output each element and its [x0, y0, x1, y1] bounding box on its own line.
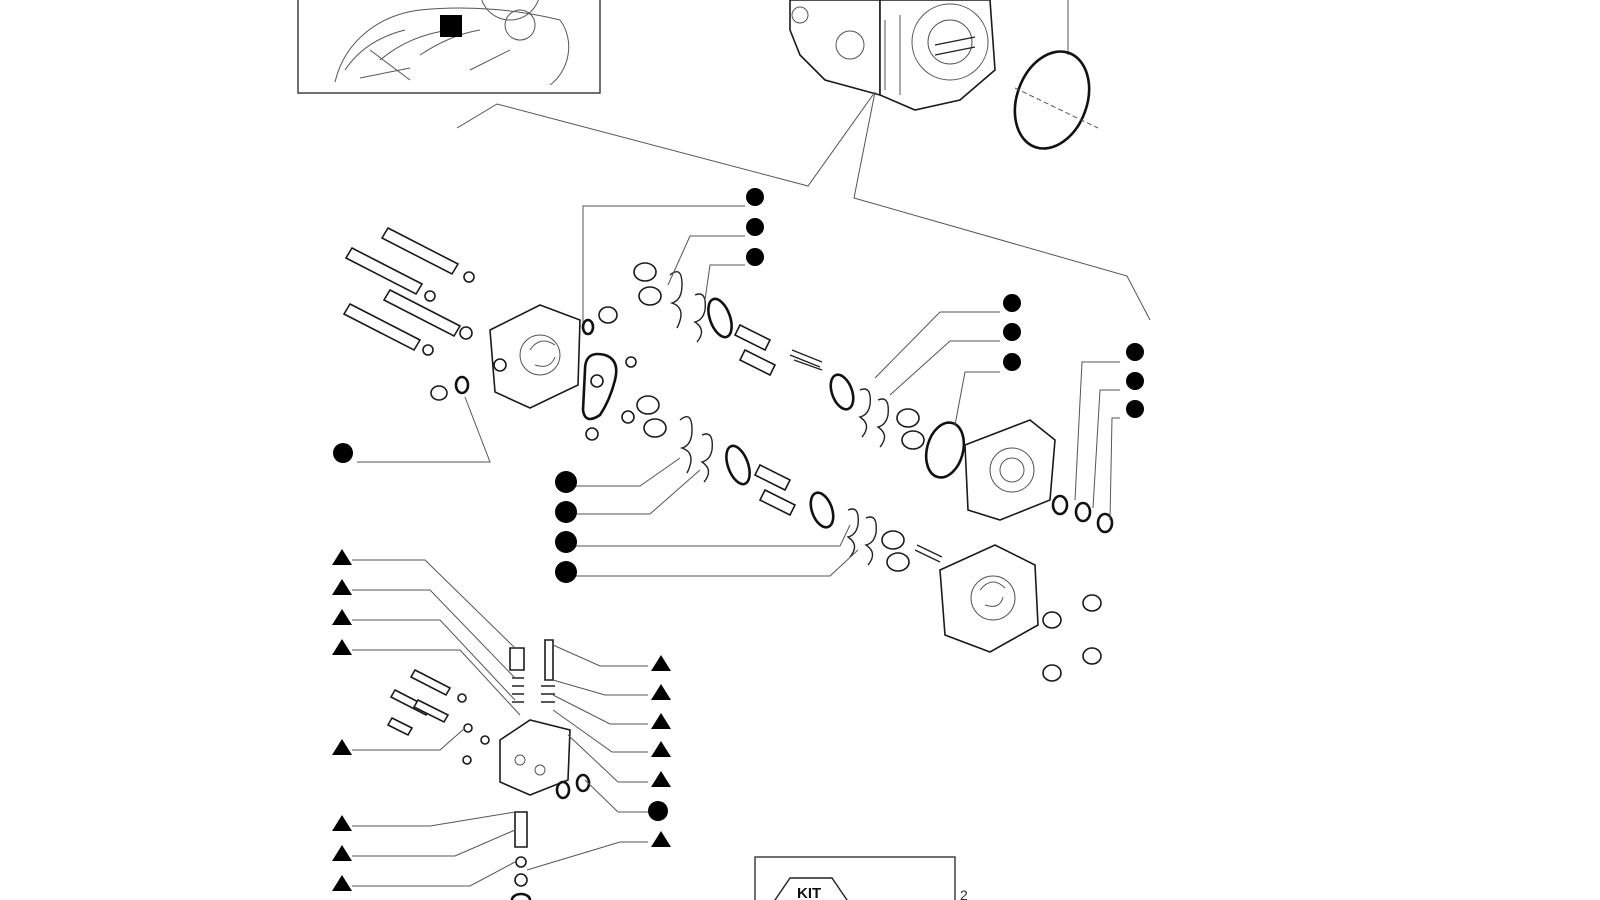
filled-triangle-marker — [332, 549, 352, 565]
filled-triangle-marker — [332, 739, 352, 755]
filled-circle-marker — [648, 801, 668, 821]
leader-lines — [352, 205, 1120, 887]
filled-circle-marker — [1126, 343, 1144, 361]
filled-triangle-marker — [651, 684, 671, 700]
gear-row-lower — [636, 395, 943, 572]
bolts-upper-left — [342, 226, 475, 356]
o-ring-large — [1013, 50, 1099, 150]
filled-circle-marker — [555, 561, 577, 583]
filled-circle-marker — [1003, 353, 1021, 371]
filled-circle-marker — [555, 501, 577, 523]
filled-circle-marker — [1003, 323, 1021, 341]
filled-circle-marker — [1126, 400, 1144, 418]
filled-triangle-marker — [332, 609, 352, 625]
filled-triangle-marker — [332, 639, 352, 655]
filled-circle-marker — [1126, 372, 1144, 390]
front-cover-housing — [430, 304, 618, 409]
kit-label: KIT — [797, 885, 821, 900]
kit-legend-box: KIT 2 — [754, 856, 968, 900]
filled-triangle-marker — [651, 741, 671, 757]
bracket-lines — [456, 91, 1151, 321]
filled-circle-marker — [333, 443, 353, 463]
kit-badge-icon — [774, 877, 848, 900]
rear-cover-housing — [964, 419, 1114, 534]
filled-circle-marker — [746, 218, 764, 236]
filled-triangle-marker — [332, 845, 352, 861]
seal-gasket-left — [581, 352, 637, 441]
valve-assembly — [386, 639, 591, 900]
filled-circle-marker — [555, 471, 577, 493]
inset-thumbnail — [297, 0, 601, 94]
filled-circle-marker — [1003, 294, 1021, 312]
filled-triangle-marker — [651, 655, 671, 671]
filled-triangle-marker — [651, 831, 671, 847]
filled-triangle-marker — [332, 875, 352, 891]
filled-circle-marker — [746, 188, 764, 206]
filled-circle-marker — [555, 531, 577, 553]
filled-triangle-marker — [651, 771, 671, 787]
filled-triangle-marker — [332, 815, 352, 831]
triangle-markers — [332, 549, 671, 891]
gear-row-upper — [633, 262, 966, 479]
kit-suffix: 2 — [960, 887, 968, 900]
pump-assembly — [789, 0, 1069, 111]
filled-triangle-marker — [332, 579, 352, 595]
filled-triangle-marker — [651, 713, 671, 729]
filled-circle-marker — [746, 248, 764, 266]
lower-housing — [939, 544, 1102, 682]
circle-markers — [333, 188, 1144, 900]
